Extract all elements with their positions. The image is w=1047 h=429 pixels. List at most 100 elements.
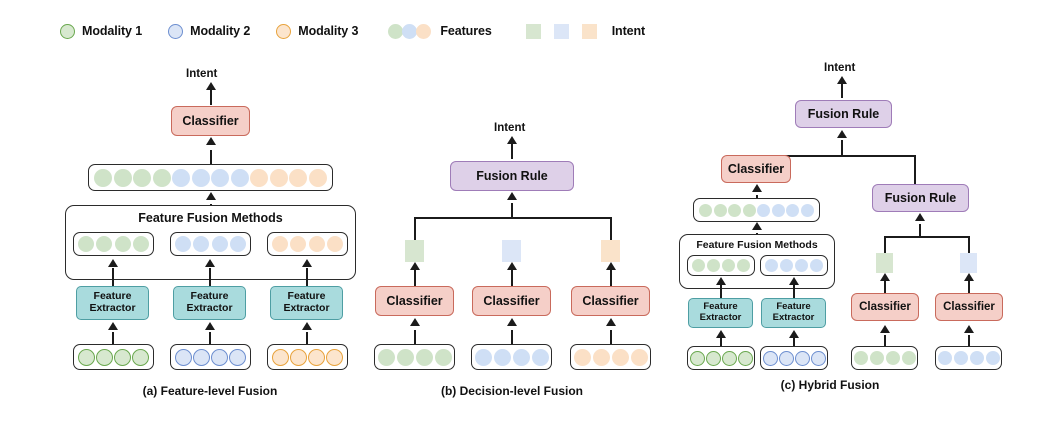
modality-dot [114, 348, 131, 366]
feature-dot [728, 203, 742, 217]
panel-b-intent-square-2 [502, 240, 521, 262]
panel-c-arrow-bus-to-fr-head [837, 130, 847, 138]
feature-dot [737, 259, 750, 272]
modality-dot [229, 348, 246, 366]
modality-3-icon [276, 23, 292, 39]
panel-b-arrow-in2-line [511, 330, 513, 346]
modality-dot [96, 348, 113, 366]
panel-a-arrow-in2-line [209, 332, 211, 346]
panel-c-classifier-right-1[interactable]: Classifier [851, 293, 919, 321]
feature-dot [474, 348, 492, 366]
feature-dot [308, 168, 327, 187]
panel-c-arrow-in2-head [789, 330, 799, 338]
panel-c-extractor-1-line2: Extractor [699, 312, 742, 323]
feature-dot [630, 348, 648, 366]
panel-a-arrow-in3-line [306, 332, 308, 346]
panel-b-arrow-bus-to-fr-line [511, 203, 513, 219]
legend-item-intent: Intent [525, 23, 645, 39]
intent-square-green-icon [525, 23, 541, 39]
panel-c-intent-square-1 [876, 253, 893, 273]
feature-dot [377, 348, 395, 366]
panel-c-arrow-ext2-line [793, 285, 795, 299]
panel-b-arrow-in1-line [414, 330, 416, 346]
modality-dot [721, 350, 737, 366]
feature-dot [289, 168, 308, 187]
feature-dot [795, 259, 808, 272]
feature-dot [780, 259, 793, 272]
panel-a-arrow-ext1-head [108, 259, 118, 267]
panel-c-input-modality-2 [760, 346, 828, 370]
feature-dot [230, 236, 247, 252]
feature-dot [985, 351, 1000, 365]
panel-b-arrow-fr-to-intent-line [511, 141, 513, 159]
panel-b-caption: (b) Decision-level Fusion [440, 384, 584, 398]
panel-c-input-modality-1 [687, 346, 755, 370]
panel-b-input-modality-1 [374, 344, 455, 370]
panel-c-caption: (c) Hybrid Fusion [780, 378, 880, 392]
panel-a-extractor-3-line1: Feature [287, 290, 326, 303]
feature-dot [757, 203, 771, 217]
modality-dot [175, 348, 192, 366]
panel-a-feature-vector-3 [267, 232, 348, 256]
panel-b-intent-label: Intent [494, 122, 526, 134]
panel-b-arrow-in1-head [410, 318, 420, 326]
panel-a-feature-extractor-1[interactable]: Feature Extractor [76, 286, 149, 320]
panel-b-input-modality-2 [471, 344, 552, 370]
panel-c-feature-extractor-2[interactable]: Feature Extractor [761, 298, 826, 328]
feature-dot [885, 351, 900, 365]
panel-a-ffm-title: Feature Fusion Methods [138, 211, 283, 225]
panel-b-fusion-rule[interactable]: Fusion Rule [450, 161, 574, 191]
feature-dot [152, 168, 171, 187]
panel-b-classifier-3[interactable]: Classifier [571, 286, 650, 316]
panel-c-top-bus-drop-right [914, 155, 916, 185]
panel-b-input-modality-3 [570, 344, 651, 370]
feature-dot [172, 168, 191, 187]
panel-c-arrow-rcls2-head [964, 273, 974, 281]
intent-square-orange-icon [581, 23, 597, 39]
panel-c-arrow-rin2-line [968, 335, 970, 347]
panel-c-arrow-ext1-line [720, 285, 722, 299]
panel-c-fused-feature-vector [693, 198, 820, 222]
panel-c-classifier-right-2[interactable]: Classifier [935, 293, 1003, 321]
panel-a-arrow-in2-head [205, 322, 215, 330]
feature-dot [771, 203, 785, 217]
panel-a-arrow-ext3-line [306, 268, 308, 286]
panel-a-extractor-2-line1: Feature [190, 290, 229, 303]
panel-c-fusion-rule-top[interactable]: Fusion Rule [795, 100, 892, 128]
feature-dot [512, 348, 530, 366]
panel-a-feature-extractor-3[interactable]: Feature Extractor [270, 286, 343, 320]
feature-dot [707, 259, 720, 272]
panel-b-bus-drop-right [610, 217, 612, 241]
modality-dot [290, 348, 307, 366]
panel-c-arrow-rcls1-head [880, 273, 890, 281]
feature-dot [290, 236, 307, 252]
feature-dot [211, 168, 230, 187]
panel-a-arrow-ext2-line [209, 268, 211, 286]
panel-a-extractor-1-line1: Feature [93, 290, 132, 303]
panel-b-classifier-2[interactable]: Classifier [472, 286, 551, 316]
modality-2-icon [168, 23, 184, 39]
panel-a-classifier[interactable]: Classifier [171, 106, 250, 136]
modality-dot [794, 350, 810, 366]
panel-c-intent-label: Intent [824, 62, 856, 74]
modality-dot [689, 350, 705, 366]
panel-a-extractor-3-line2: Extractor [283, 302, 330, 314]
panel-a-feature-extractor-2[interactable]: Feature Extractor [173, 286, 246, 320]
feature-dot [901, 351, 916, 365]
panel-c-arrow-in1-head [716, 330, 726, 338]
panel-c-fusion-rule-second[interactable]: Fusion Rule [872, 184, 969, 212]
feature-dot [713, 203, 727, 217]
panel-c-feature-vector-2 [760, 255, 828, 276]
modality-dot [211, 348, 228, 366]
panel-a-arrow-vec-to-classifier-head [206, 137, 216, 145]
panel-a-arrow-classifier-to-intent-head [206, 82, 216, 90]
panel-c-feature-extractor-1[interactable]: Feature Extractor [688, 298, 753, 328]
panel-c-classifier-main[interactable]: Classifier [721, 155, 791, 183]
modality-dot [272, 348, 289, 366]
panel-b-classifier-1[interactable]: Classifier [375, 286, 454, 316]
legend-label-modality-2: Modality 2 [190, 24, 251, 38]
modality-dot [78, 348, 95, 366]
panel-b-arrow-cls3-line [610, 270, 612, 286]
panel-c-arrow-bus-to-fr-line [841, 140, 843, 157]
panel-a-arrow-in3-head [302, 322, 312, 330]
